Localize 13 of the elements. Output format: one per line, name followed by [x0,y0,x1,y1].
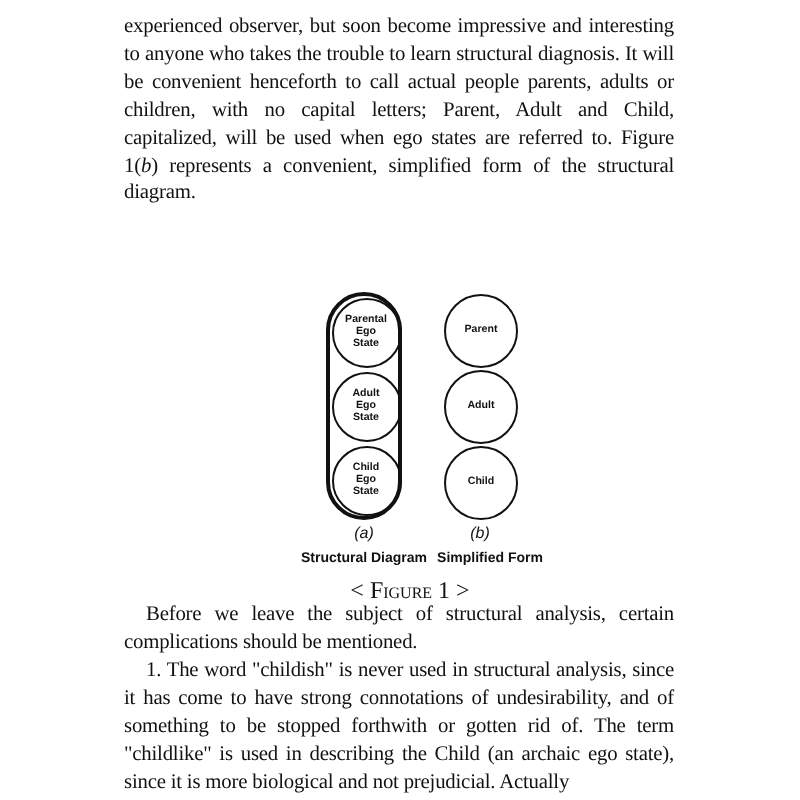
ego-state-circle [444,446,518,520]
paragraph: 1. The word "childish" is never used in structural analysis, since it has come to have strong connotations of undesirability, and of something to be stopped forthwith or gotten rid of. The term "childlike" is used in describing the Child (an archaic ego state), since it is more biological and not prejudicial. Actually [124,658,674,798]
panel-letter: (a) [352,524,376,542]
paragraph: experienced observer, but soon become impressive and interesting to anyone who takes the trouble to learn structural diagnosis. It will be convenient henceforth to call actual people parents, adults or children, with no capital letters; Parent, Adult and Child, capitalized, will be used when ego states are referred to. Figure 1(b) represents a convenient, simplified form of the structural diagram. [124,14,674,209]
ego-state-circle [331,371,401,441]
ego-state-circle [444,294,518,368]
paragraph: Before we leave the subject of structural analysis, certain complications should be mentioned. [124,602,674,658]
figure-caption: < Figure 1 > [348,576,472,605]
ego-state-circle [331,297,401,367]
ego-state-capsule [326,292,402,520]
ego-state-circle [444,370,518,444]
panel-letter: (b) [468,524,492,542]
ego-state-circle [331,445,401,515]
